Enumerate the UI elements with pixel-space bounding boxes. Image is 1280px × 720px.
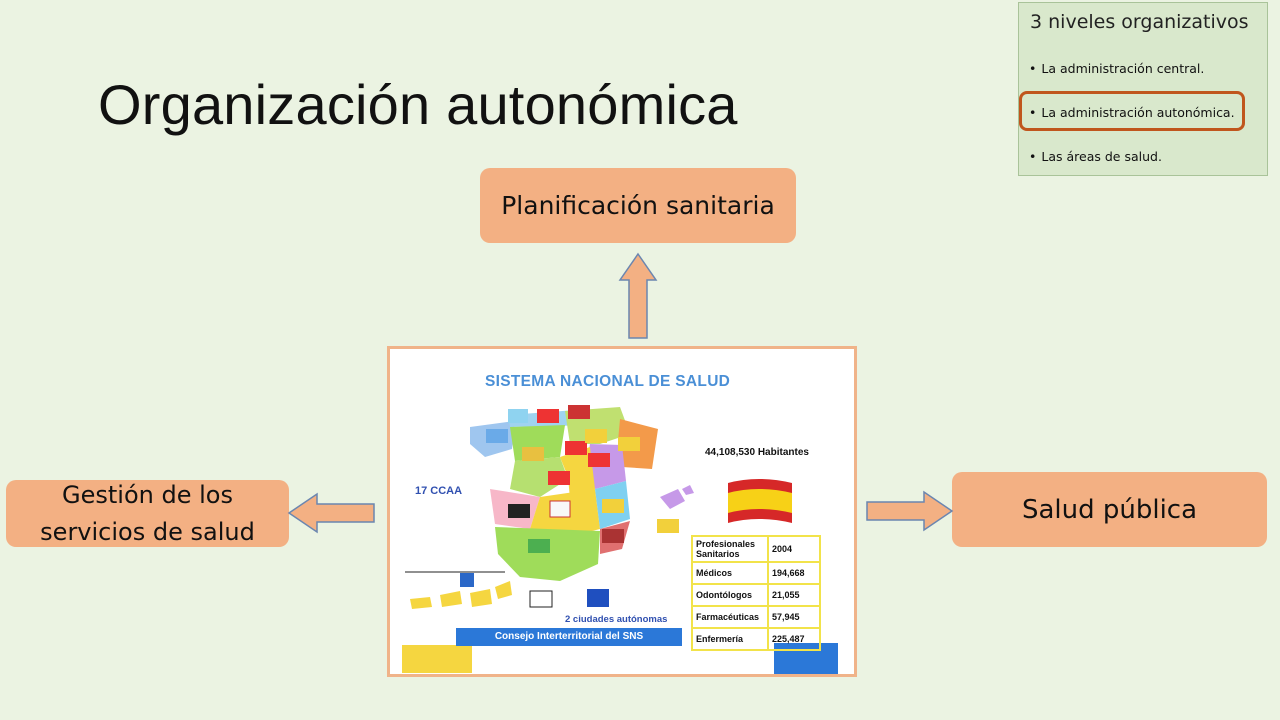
table-row: Profesionales Sanitarios 2004 [691, 535, 821, 563]
professionals-table: Profesionales Sanitarios 2004 Médicos 19… [691, 535, 821, 651]
levels-inset: 3 niveles organizativos •La administraci… [1018, 2, 1268, 176]
inset-item-central: •La administración central. [1029, 61, 1205, 76]
right-arrow-icon [866, 490, 954, 532]
inset-item-areas: •Las áreas de salud. [1029, 149, 1162, 164]
table-cell: 225,487 [767, 627, 821, 651]
up-arrow-icon [618, 252, 658, 339]
inset-title: 3 niveles organizativos [1030, 11, 1249, 33]
table-cell: Médicos [691, 561, 769, 585]
table-row: Médicos 194,668 [691, 561, 821, 585]
salud-publica-box: Salud pública [952, 472, 1267, 547]
table-row: Odontólogos 21,055 [691, 583, 821, 607]
table-header-cell: 2004 [767, 535, 821, 563]
planificacion-box: Planificación sanitaria [480, 168, 796, 243]
map-title: SISTEMA NACIONAL DE SALUD [485, 373, 731, 390]
table-header-cell: Profesionales Sanitarios [691, 535, 769, 563]
spain-map-illustration [402, 405, 838, 674]
left-arrow-icon [287, 492, 375, 534]
table-cell: Odontólogos [691, 583, 769, 607]
inset-item-autonomica: •La administración autonómica. [1029, 105, 1235, 120]
table-row: Farmacéuticas 57,945 [691, 605, 821, 629]
council-label: Consejo Interterritorial del SNS [456, 628, 682, 646]
table-cell: 194,668 [767, 561, 821, 585]
table-cell: Enfermería [691, 627, 769, 651]
table-cell: 57,945 [767, 605, 821, 629]
inset-highlight-frame [1019, 91, 1245, 131]
gestion-box: Gestión de los servicios de salud [6, 480, 289, 547]
slide-title: Organización autonómica [98, 73, 738, 136]
table-row: Enfermería 225,487 [691, 627, 821, 651]
table-cell: Farmacéuticas [691, 605, 769, 629]
table-cell: 21,055 [767, 583, 821, 607]
population-label: 44,108,530 Habitantes [705, 447, 809, 458]
ccaa-label: 17 CCAA [415, 485, 463, 497]
spain-health-map-image: SISTEMA NACIONAL DE SALUD [387, 346, 857, 677]
cities-label: 2 ciudades autónomas [565, 614, 668, 625]
